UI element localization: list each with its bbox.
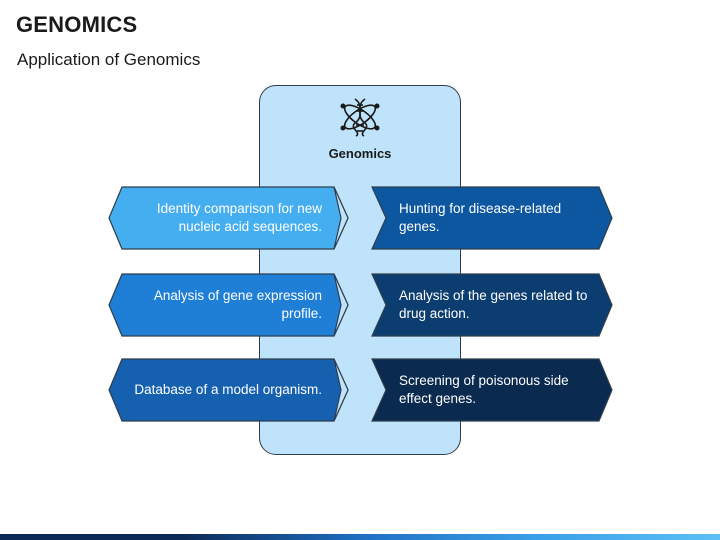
page-subtitle: Application of Genomics xyxy=(17,50,201,69)
left-item-1: Identity comparison for new nucleic acid… xyxy=(108,186,350,250)
page-title: GENOMICS xyxy=(16,12,138,37)
dna-atom-icon xyxy=(340,98,380,137)
right-item-1: Hunting for disease-related genes. xyxy=(371,186,613,250)
right-item-3-text: Screening of poisonous side effect genes… xyxy=(399,373,569,406)
right-item-1-shape xyxy=(371,186,613,250)
right-item-3-shape xyxy=(371,358,613,422)
right-item-2-shape xyxy=(371,273,613,337)
center-label: Genomics xyxy=(328,146,392,161)
right-item-2: Analysis of the genes related to drug ac… xyxy=(371,273,613,337)
left-item-2: Analysis of gene expression profile. xyxy=(108,273,350,337)
left-item-2-text: Analysis of gene expression profile. xyxy=(153,288,322,321)
right-item-3: Screening of poisonous side effect genes… xyxy=(371,358,613,422)
left-item-3-text: Database of a model organism. xyxy=(134,382,322,397)
right-item-2-text: Analysis of the genes related to drug ac… xyxy=(399,288,588,321)
right-item-1-text: Hunting for disease-related genes. xyxy=(399,201,562,234)
left-item-1-text: Identity comparison for new nucleic acid… xyxy=(156,201,322,234)
left-item-3: Database of a model organism. xyxy=(108,358,350,422)
bottom-accent-bar xyxy=(0,534,720,540)
